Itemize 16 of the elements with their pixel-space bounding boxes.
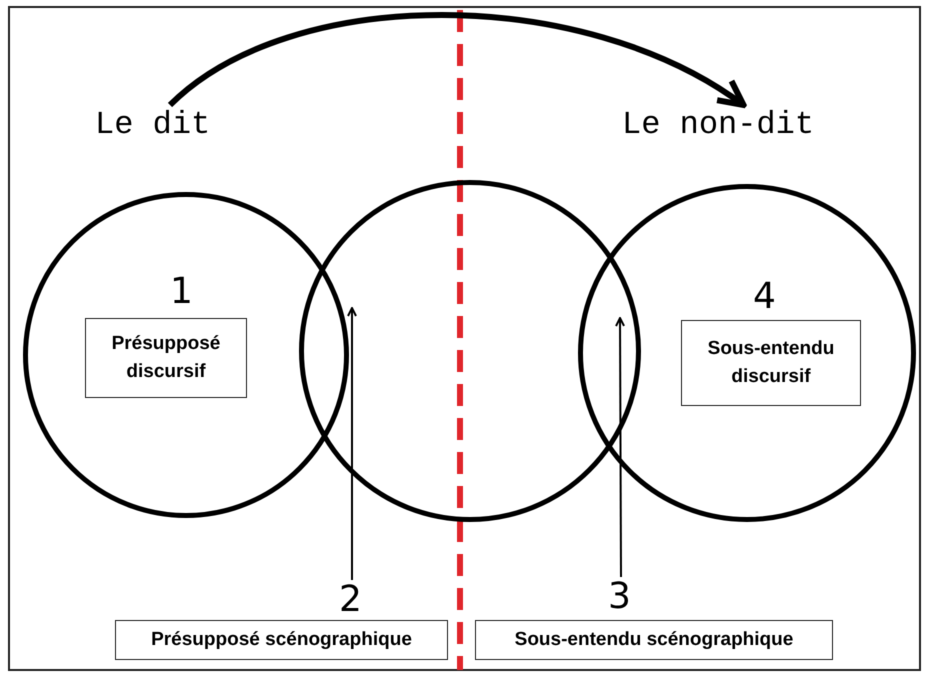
- curved-arrow: [168, 12, 746, 108]
- circle: [578, 184, 916, 522]
- text-box: Présupposé scénographique: [115, 620, 448, 660]
- callout-number: 1: [170, 272, 193, 312]
- circle: [23, 192, 349, 518]
- text-box: Présupposé discursif: [85, 318, 247, 398]
- circle: [299, 180, 641, 522]
- arrow: [347, 307, 357, 580]
- side-heading: Le non-dit: [622, 105, 865, 145]
- arrow: [615, 317, 626, 577]
- callout-number: 2: [339, 580, 365, 620]
- text-box: Sous-entendu discursif: [681, 320, 861, 406]
- callout-number: 3: [608, 577, 634, 617]
- side-heading: Le dit: [95, 105, 245, 145]
- text-box: Sous-entendu scénographique: [475, 620, 833, 660]
- callout-number: 4: [753, 277, 776, 317]
